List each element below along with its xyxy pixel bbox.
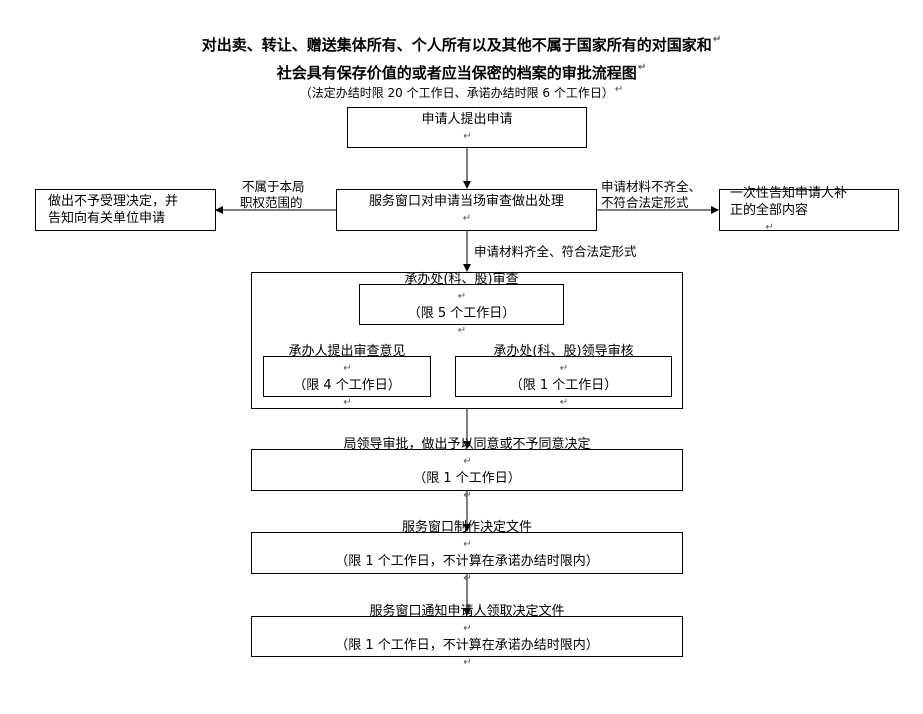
- label-incomplete: 申请材料不齐全、 不符合法定形式: [601, 179, 702, 210]
- title-line-1: 对出卖、转让、赠送集体所有、个人所有以及其他不属于国家所有的对国家和↵: [201, 34, 722, 54]
- node-handler-opinion: 承办人提出审查意见↵ （限 4 个工作日）↵: [263, 344, 431, 408]
- node-inform: 一次性告知申请人补 正的全部内容↵: [719, 186, 899, 233]
- subtitle: （法定办结时限 20 个工作日、承诺办结时限 6 个工作日）↵: [299, 84, 624, 100]
- node-notify: 服务窗口通知申请人领取决定文件↵ （限 1 个工作日，不计算在承诺办结时限内）↵: [251, 604, 683, 668]
- label-complete: 申请材料齐全、符合法定形式: [474, 244, 637, 259]
- node-dept-review: 承办处(科、股)审查↵ （限 5 个工作日）↵: [359, 272, 564, 336]
- node-window-review: 服务窗口对申请当场审查做出处理↵: [336, 189, 597, 231]
- label-out-of-scope: 不属于本局 职权范围的: [240, 179, 305, 210]
- title-line-2: 社会具有保存价值的或者应当保密的档案的审批流程图↵: [276, 62, 647, 82]
- node-bureau-approval: 局领导审批，做出予以同意或不予同意决定↵ （限 1 个工作日）↵: [251, 437, 683, 501]
- node-reject: 做出不予受理决定，并 告知向有关单位申请: [35, 189, 216, 231]
- node-make-document: 服务窗口制作决定文件↵ （限 1 个工作日，不计算在承诺办结时限内）↵: [251, 520, 683, 584]
- node-dept-leader: 承办处(科、股)领导审核↵ （限 1 个工作日）↵: [455, 344, 672, 408]
- node-apply: 申请人提出申请↵: [347, 107, 587, 148]
